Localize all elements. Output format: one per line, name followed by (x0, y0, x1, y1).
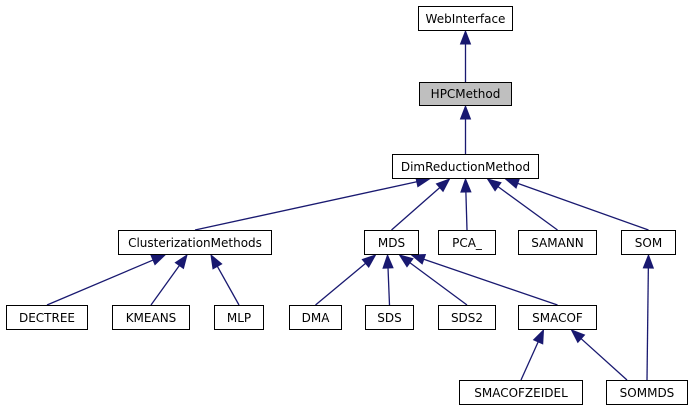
inheritance-arrowhead-sommds-to-smacof (570, 329, 586, 344)
class-node-dma[interactable]: DMA (289, 305, 342, 330)
inheritance-edge-sommds-to-som (646, 267, 649, 381)
inheritance-arrowhead-sommds-to-som (642, 253, 655, 269)
inheritance-arrowhead-mds-to-dimreductionmethod (435, 178, 451, 193)
inheritance-edge-mds-to-dimreductionmethod (391, 187, 441, 231)
class-node-smacof[interactable]: SMACOF (518, 305, 597, 330)
inheritance-edge-clusterizationmethods-to-dimreductionmethod (194, 181, 417, 231)
inheritance-arrowhead-som-to-dimreductionmethod (504, 178, 521, 189)
inheritance-edge-sommds-to-smacof (580, 338, 628, 381)
class-node-sommds[interactable]: SOMMDS (606, 380, 688, 405)
inheritance-edge-dectree-to-clusterizationmethods (46, 259, 154, 306)
class-node-clusterizationmethods[interactable]: ClusterizationMethods (118, 230, 272, 255)
class-node-samann[interactable]: SAMANN (518, 230, 597, 255)
class-node-sds[interactable]: SDS (365, 305, 414, 330)
inheritance-arrowhead-samann-to-dimreductionmethod (486, 178, 502, 192)
inheritance-edge-som-to-dimreductionmethod (517, 182, 649, 231)
class-node-mlp[interactable]: MLP (214, 305, 264, 330)
inheritance-edge-sds2-to-mds (409, 262, 468, 306)
inheritance-edge-smacof-to-mds (423, 258, 558, 306)
inheritance-arrowhead-hpcmethod-to-webinterface (459, 29, 472, 45)
inheritance-arrowhead-pca-to-dimreductionmethod (460, 177, 472, 193)
inheritance-edge-dma-to-mds (315, 262, 366, 306)
class-node-sds2[interactable]: SDS2 (438, 305, 496, 330)
inheritance-edge-samann-to-dimreductionmethod (497, 186, 558, 231)
inheritance-arrowhead-dimreductionmethod-to-hpcmethod (459, 104, 472, 120)
class-node-hpcmethod[interactable]: HPCMethod (419, 82, 512, 106)
class-node-smacofzeidel[interactable]: SMACOFZEIDEL (459, 380, 583, 405)
class-node-som[interactable]: SOM (621, 230, 676, 255)
class-node-kmeans[interactable]: KMEANS (112, 305, 190, 330)
inheritance-arrowhead-kmeans-to-clusterizationmethods (174, 253, 188, 270)
inheritance-arrowhead-smacof-to-mds (410, 253, 427, 265)
class-node-mds[interactable]: MDS (364, 230, 419, 255)
class-node-dectree[interactable]: DECTREE (6, 305, 88, 330)
inheritance-arrowhead-sds-to-mds (382, 253, 394, 269)
class-node-webinterface[interactable]: WebInterface (418, 6, 513, 31)
inheritance-edge-sds-to-mds (387, 267, 391, 306)
inheritance-edge-kmeans-to-clusterizationmethods (150, 265, 180, 306)
inheritance-arrowhead-dectree-to-clusterizationmethods (150, 254, 167, 266)
inheritance-edge-smacofzeidel-to-smacof (520, 341, 539, 381)
class-node-dimreductionmethod[interactable]: DimReductionMethod (392, 154, 539, 179)
inheritance-edge-mlp-to-clusterizationmethods (216, 266, 240, 306)
class-node-pca[interactable]: PCA_ (438, 230, 496, 255)
inheritance-arrowhead-smacofzeidel-to-smacof (532, 328, 545, 345)
inheritance-edge-pca-to-dimreductionmethod (465, 191, 468, 231)
inheritance-arrowhead-dma-to-mds (361, 254, 377, 269)
inheritance-arrowhead-sds2-to-mds (398, 254, 414, 268)
inheritance-arrowhead-mlp-to-clusterizationmethods (210, 253, 223, 270)
